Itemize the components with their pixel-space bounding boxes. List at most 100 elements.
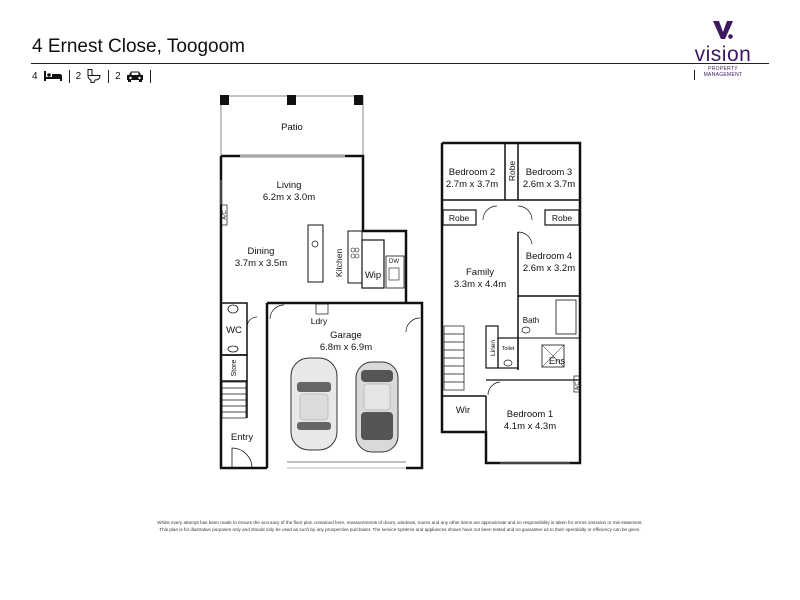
store-room [220,354,248,382]
patio-post [354,95,363,105]
dining-label: Dining [248,246,275,257]
logo-word: vision [694,43,752,66]
car-icon [126,71,143,82]
kitchen-label: Kitchen [334,249,344,278]
family-label: Family [466,267,494,278]
kitchen-sink [388,267,400,281]
disclaimer: Whilst every attempt has been made to en… [80,519,720,533]
car-left [290,357,338,451]
wip-label: Wip [365,270,381,281]
bedroom-count: 4 [32,70,38,82]
bed3-label: Bedroom 3 [526,167,572,178]
toilet-fixture [503,359,513,367]
ens-label: Ens [549,356,566,367]
cooktop [350,253,356,259]
bath-label: Bath [523,316,539,325]
dining-size: 3.7m x 3.5m [235,258,287,269]
robe-mid-label: Robe [507,161,517,182]
bed-icon [43,71,62,81]
bed3-door-swing [517,205,533,221]
toilet-icon [87,69,101,83]
garage-label: Garage [330,330,362,341]
robe-right-box [544,209,580,226]
ac-unit [220,204,228,226]
vision-logo: vision PROPERTY MANAGEMENT [688,20,758,78]
car-stat: 2 [115,70,144,82]
header-divider [31,63,769,64]
toilet-label: Toilet [502,346,515,352]
garage-side-door-swing [405,317,421,333]
header-tick [694,70,695,80]
room-labels: Patio Living 6.2m x 3.0m Dining 3.7m x 3… [222,122,581,443]
bed1-door-swing [487,381,501,396]
house-outer-wall [219,156,267,470]
laundry-door-swing [269,304,285,320]
toilet-count: 2 [75,70,82,82]
wip-room [361,239,385,289]
car-count: 2 [115,70,121,82]
wc-basin-fixture [227,345,239,353]
ac-upper-label: A/C [575,381,581,390]
disclaimer-line-2: This plan is for illustrative purposes o… [159,527,641,532]
entry-label: Entry [231,432,253,443]
property-stats: 4 2 2 [32,68,157,84]
car-right [355,361,399,453]
bath-basin [521,326,531,334]
patio-label: Patio [281,122,303,133]
logo-subtitle: PROPERTY MANAGEMENT [703,66,743,78]
living-label: Living [277,180,302,191]
bed1-size: 4.1m x 4.3m [504,421,556,432]
living-size: 6.2m x 3.0m [263,192,315,203]
entry-door-swing [231,447,253,469]
patio-post [220,95,229,105]
cooktop [354,253,360,259]
stat-separator [108,69,110,83]
bed1-label: Bedroom 1 [507,409,553,420]
patio-post [287,95,296,105]
disclaimer-line-1: Whilst every attempt has been made to en… [157,520,643,525]
wir-label: Wir [456,405,470,416]
cooktop [350,247,356,253]
bed2-label: Bedroom 2 [449,167,495,178]
upper-outer-wall [440,141,582,465]
robe-right-label: Robe [552,213,573,223]
page-title: 4 Ernest Close, Toogoom [32,36,245,57]
stat-separator [68,69,70,83]
robe-left-box [442,209,477,226]
upper-floor [440,141,582,465]
ldry-label: Ldry [311,316,328,326]
ground-floor [219,95,424,470]
wc-label: WC [226,325,242,336]
ac-unit-upper [573,375,581,393]
bed2-door-swing [482,205,498,221]
bed2-size: 2.7m x 3.7m [446,179,498,190]
wc-door-swing [246,316,258,328]
vision-v-mark [713,21,733,39]
upper-stairs [443,325,465,391]
toilet-stat: 2 [76,69,103,83]
family-size: 3.3m x 4.4m [454,279,506,290]
island-sink [311,240,319,248]
toilet-room [497,337,519,369]
bed3-size: 2.6m x 3.7m [523,179,575,190]
ac-label: A/C [222,210,228,219]
cooktop [354,247,360,253]
bedroom-stat: 4 [32,70,63,82]
stairs [221,381,247,419]
garage-size: 6.8m x 6.9m [320,342,372,353]
bed4-door-swing [517,231,533,245]
bathtub [555,299,577,335]
linen-label: Linen [490,340,497,356]
ens-shower [541,344,565,368]
robe-left-label: Robe [449,213,470,223]
wc-toilet-fixture [227,304,239,314]
dw-label: DW [389,259,399,265]
laundry-tub [315,303,329,315]
stat-separator [149,69,151,83]
kitchen-island [307,224,324,283]
garage-wall [267,301,424,470]
store-label: Store [231,360,238,377]
dw-bench [385,255,405,289]
bed4-size: 2.6m x 3.2m [523,263,575,274]
